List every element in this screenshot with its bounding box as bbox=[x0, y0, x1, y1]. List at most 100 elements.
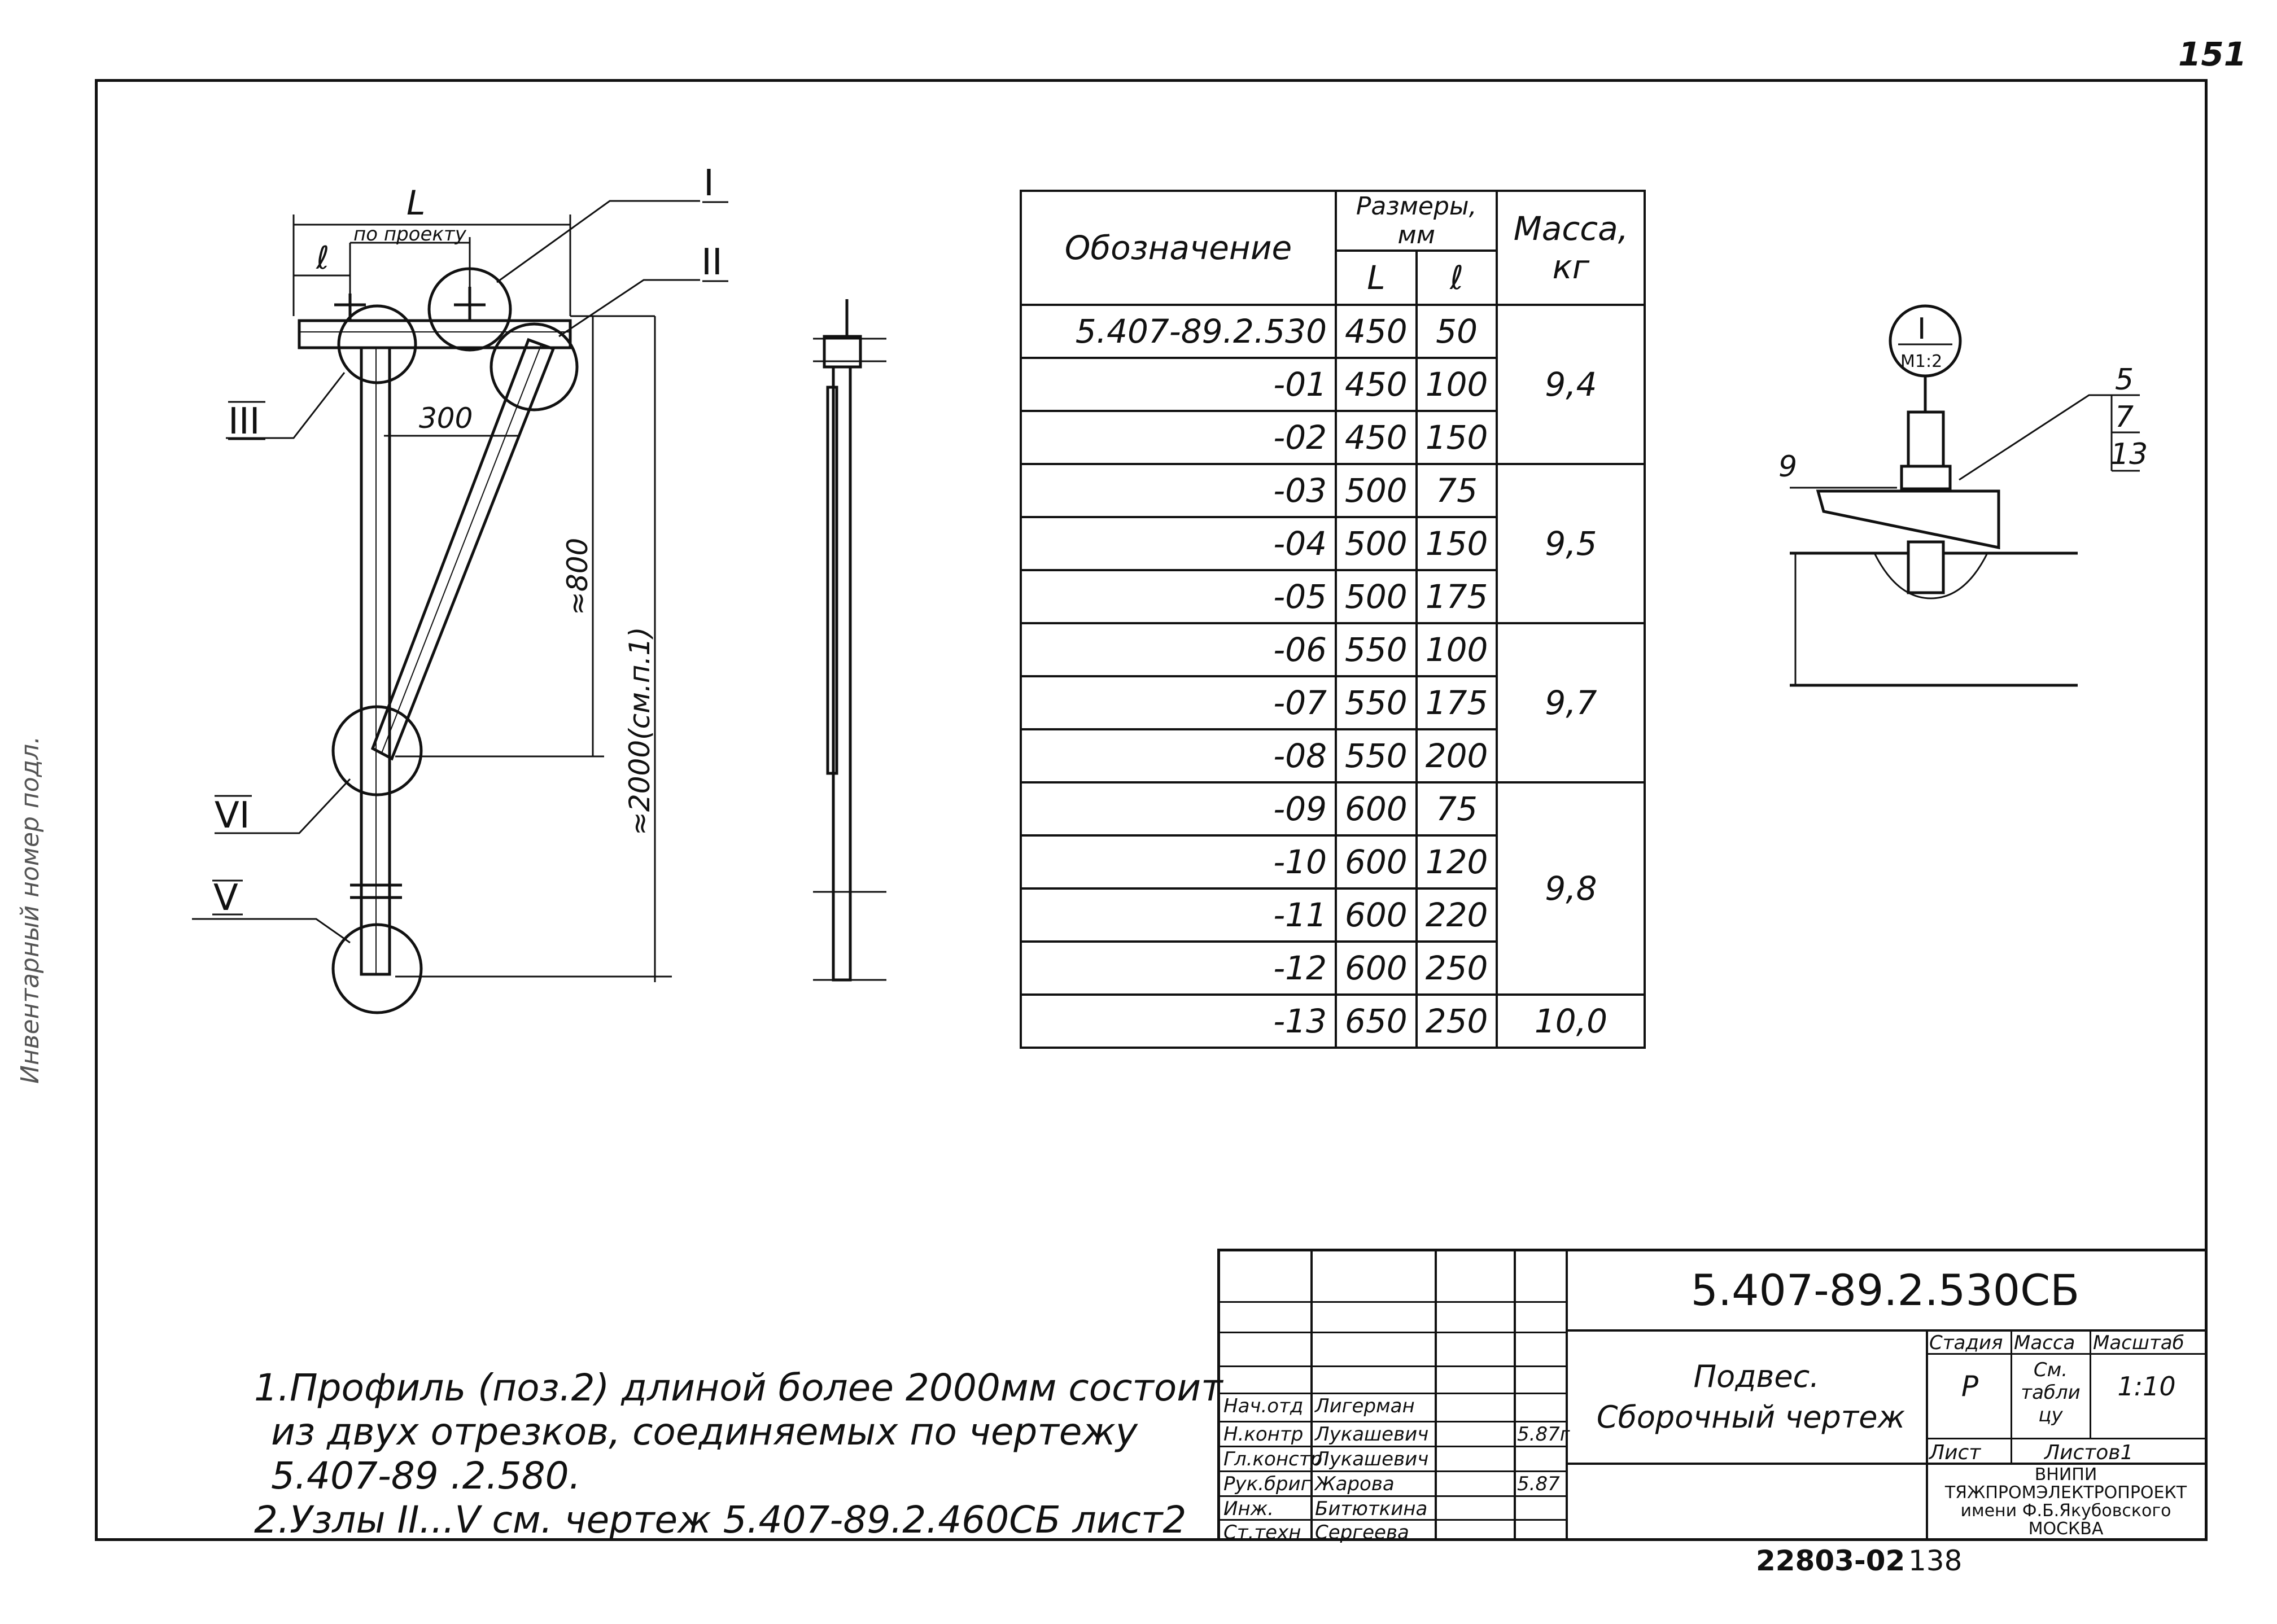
header-dimensions: Размеры, мм bbox=[1334, 190, 1498, 252]
signer-name: Битюткина bbox=[1315, 1498, 1428, 1520]
row-designation: -02 bbox=[1020, 410, 1337, 465]
row-l: 175 bbox=[1415, 675, 1498, 730]
org-line: имени Ф.Б.Якубовского bbox=[1960, 1501, 2171, 1521]
node-label-V: V bbox=[213, 877, 238, 919]
row-L: 500 bbox=[1335, 569, 1418, 624]
detail-pos-9: 9 bbox=[1778, 450, 1797, 484]
row-designation: -13 bbox=[1020, 993, 1337, 1049]
stage-label: Стадия bbox=[1929, 1332, 2003, 1354]
row-l: 75 bbox=[1415, 781, 1498, 837]
row-L: 600 bbox=[1335, 940, 1418, 996]
diagonal-brace bbox=[370, 338, 556, 761]
dim-L-label: L bbox=[407, 183, 425, 223]
row-L: 500 bbox=[1335, 463, 1418, 518]
row-l: 100 bbox=[1415, 357, 1498, 412]
node-circle-V bbox=[331, 923, 423, 1014]
bottom-page: 138 bbox=[1908, 1544, 1963, 1577]
signer-role: Нач.отд bbox=[1223, 1395, 1304, 1417]
row-designation: -01 bbox=[1020, 357, 1337, 412]
row-L: 450 bbox=[1335, 357, 1418, 412]
row-l: 120 bbox=[1415, 834, 1498, 890]
row-L: 550 bbox=[1335, 622, 1418, 677]
sheet-label: Лист bbox=[1929, 1441, 1981, 1464]
organization-block: ВНИПИ ТЯЖПРОМЭЛЕКТРОПРОЕКТ имени Ф.Б.Яку… bbox=[1928, 1466, 2204, 1538]
specification-table: Обозначение Размеры, мм Масса, кг L ℓ 5.… bbox=[1020, 190, 1646, 1049]
detail-pos-7: 7 bbox=[2115, 400, 2134, 434]
scale-label: Масштаб bbox=[2093, 1332, 2184, 1354]
signer-role: Н.контр bbox=[1223, 1423, 1304, 1446]
org-line: ВНИПИ bbox=[2034, 1465, 2097, 1485]
row-designation: 5.407-89.2.530 bbox=[1020, 304, 1337, 359]
node-circle-II bbox=[490, 322, 579, 412]
org-line: МОСКВА bbox=[2028, 1519, 2104, 1539]
header-designation: Обозначение bbox=[1020, 190, 1337, 306]
drawing-frame bbox=[95, 79, 2208, 1541]
sheets-label: Листов1 bbox=[2044, 1441, 2134, 1464]
row-designation: -08 bbox=[1020, 728, 1337, 783]
note-line: из двух отрезков, соединяемых по чертежу bbox=[271, 1410, 1138, 1454]
row-L: 550 bbox=[1335, 728, 1418, 783]
signer-role: Ст.техн bbox=[1223, 1521, 1301, 1544]
dim-800-label: ≈800 bbox=[561, 538, 594, 615]
row-L: 600 bbox=[1335, 834, 1418, 890]
row-designation: -09 bbox=[1020, 781, 1337, 837]
stage-value: Р bbox=[1961, 1370, 1979, 1403]
scale-value: 1:10 bbox=[2117, 1371, 2176, 1402]
row-designation: -04 bbox=[1020, 516, 1337, 571]
row-designation: -03 bbox=[1020, 463, 1337, 518]
node-label-I: I bbox=[703, 163, 714, 204]
row-designation: -06 bbox=[1020, 622, 1337, 677]
row-L: 550 bbox=[1335, 675, 1418, 730]
dim-by-project-label: по проекту bbox=[353, 223, 467, 246]
row-L: 450 bbox=[1335, 410, 1418, 465]
row-designation: -10 bbox=[1020, 834, 1337, 890]
signer-role: Рук.бриг bbox=[1223, 1473, 1311, 1495]
row-mass: 9,8 bbox=[1496, 781, 1646, 996]
row-l: 250 bbox=[1415, 940, 1498, 996]
row-designation: -12 bbox=[1020, 940, 1337, 996]
row-l: 175 bbox=[1415, 569, 1498, 624]
header-L: L bbox=[1335, 249, 1418, 306]
dim-2000-label: ≈2000(см.п.1) bbox=[623, 627, 656, 835]
row-l: 100 bbox=[1415, 622, 1498, 677]
signer-date: 5.87 bbox=[1517, 1473, 1560, 1495]
row-L: 650 bbox=[1335, 993, 1418, 1049]
row-l: 150 bbox=[1415, 516, 1498, 571]
title-block: 5.407-89.2.530СБ Подвес. Сборочный черте… bbox=[1217, 1249, 2208, 1544]
detail-mark: I bbox=[1917, 312, 1926, 346]
detail-scale: М1:2 bbox=[1900, 352, 1942, 371]
dim-l-label: ℓ bbox=[316, 240, 329, 277]
node-label-VI: VI bbox=[215, 795, 250, 837]
note-line: 2.Узлы II...V см. чертеж 5.407-89.2.460С… bbox=[254, 1498, 1187, 1542]
node-label-II: II bbox=[701, 242, 723, 283]
row-mass: 10,0 bbox=[1496, 993, 1646, 1049]
document-title-line1: Подвес. bbox=[1693, 1359, 1820, 1394]
note-line: 5.407-89 .2.580. bbox=[271, 1454, 581, 1498]
node-label-III: III bbox=[228, 401, 260, 443]
header-mass: Масса, кг bbox=[1496, 190, 1646, 306]
header-l: ℓ bbox=[1415, 249, 1498, 306]
row-L: 600 bbox=[1335, 887, 1418, 943]
dim-300-label: 300 bbox=[419, 402, 473, 435]
row-designation: -11 bbox=[1020, 887, 1337, 943]
row-l: 150 bbox=[1415, 410, 1498, 465]
node-circle-III bbox=[337, 304, 417, 384]
row-l: 50 bbox=[1415, 304, 1498, 359]
detail-bolt bbox=[1907, 410, 1945, 470]
bottom-code: 22803-02 bbox=[1756, 1544, 1905, 1577]
row-designation: -07 bbox=[1020, 675, 1337, 730]
signer-role: Гл.констр bbox=[1223, 1448, 1323, 1470]
row-designation: -05 bbox=[1020, 569, 1337, 624]
org-line: ТЯЖПРОМЭЛЕКТРОПРОЕКТ bbox=[1944, 1483, 2187, 1503]
mass-label: Масса bbox=[2014, 1332, 2075, 1354]
